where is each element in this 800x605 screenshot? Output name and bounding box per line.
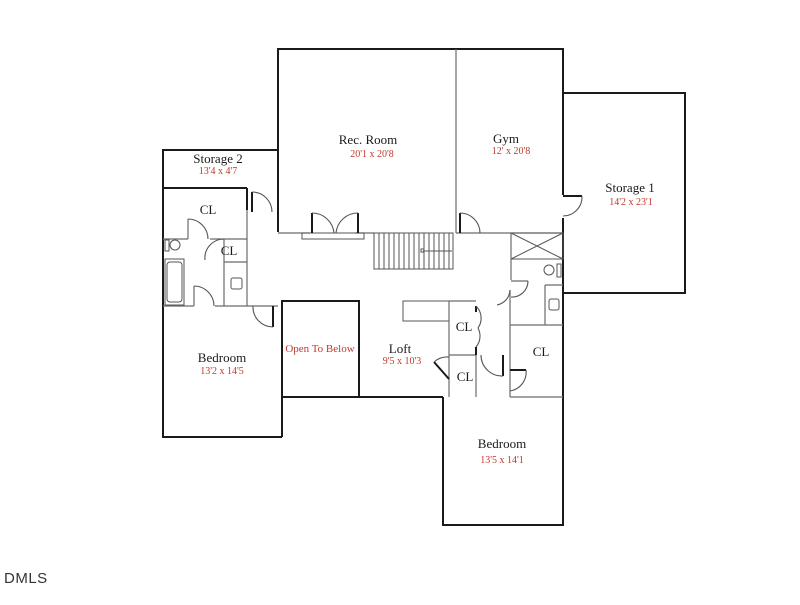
right-bath-area [510,232,564,325]
closet-label: CL [533,344,550,359]
mls-watermark: DMLS [4,570,48,587]
open-to-below-label: Open To Below [285,343,354,355]
loft-label: Loft [389,341,412,356]
storage-1-dimensions: 14'2 x 23'1 [609,197,653,208]
storage-1-label: Storage 1 [605,180,654,195]
rec-room-double-door [311,212,359,234]
bedroom-left-dimensions: 13'2 x 14'5 [200,366,244,377]
storage-2-door [251,191,273,213]
storage-2-dimensions: 13'4 x 4'7 [199,166,238,177]
left-bath-area [163,210,278,328]
rec-room-label: Rec. Room [339,132,398,147]
bedroom-left-label: Bedroom [198,350,246,365]
bedroom-right-label: Bedroom [478,436,526,451]
closet-label: CL [456,319,473,334]
closet-label: CL [221,243,238,258]
loft-area [402,289,563,398]
storage-2-label: Storage 2 [193,151,242,166]
closet-label: CL [457,369,474,384]
bedroom-right-dimensions: 13'5 x 14'1 [480,455,524,466]
gym-dimensions: 12' x 20'8 [492,146,531,157]
closet-label: CL [200,202,217,217]
room-labels: Rec. Room 20'1 x 20'8 Gym 12' x 20'8 Sto… [193,131,654,466]
gym-door [459,212,481,234]
storage-1-door [562,195,583,217]
gym-label: Gym [493,131,519,146]
walls [162,48,686,526]
loft-dimensions: 9'5 x 10'3 [383,356,422,367]
staircase [373,232,454,270]
rec-room-dimensions: 20'1 x 20'8 [350,149,394,160]
